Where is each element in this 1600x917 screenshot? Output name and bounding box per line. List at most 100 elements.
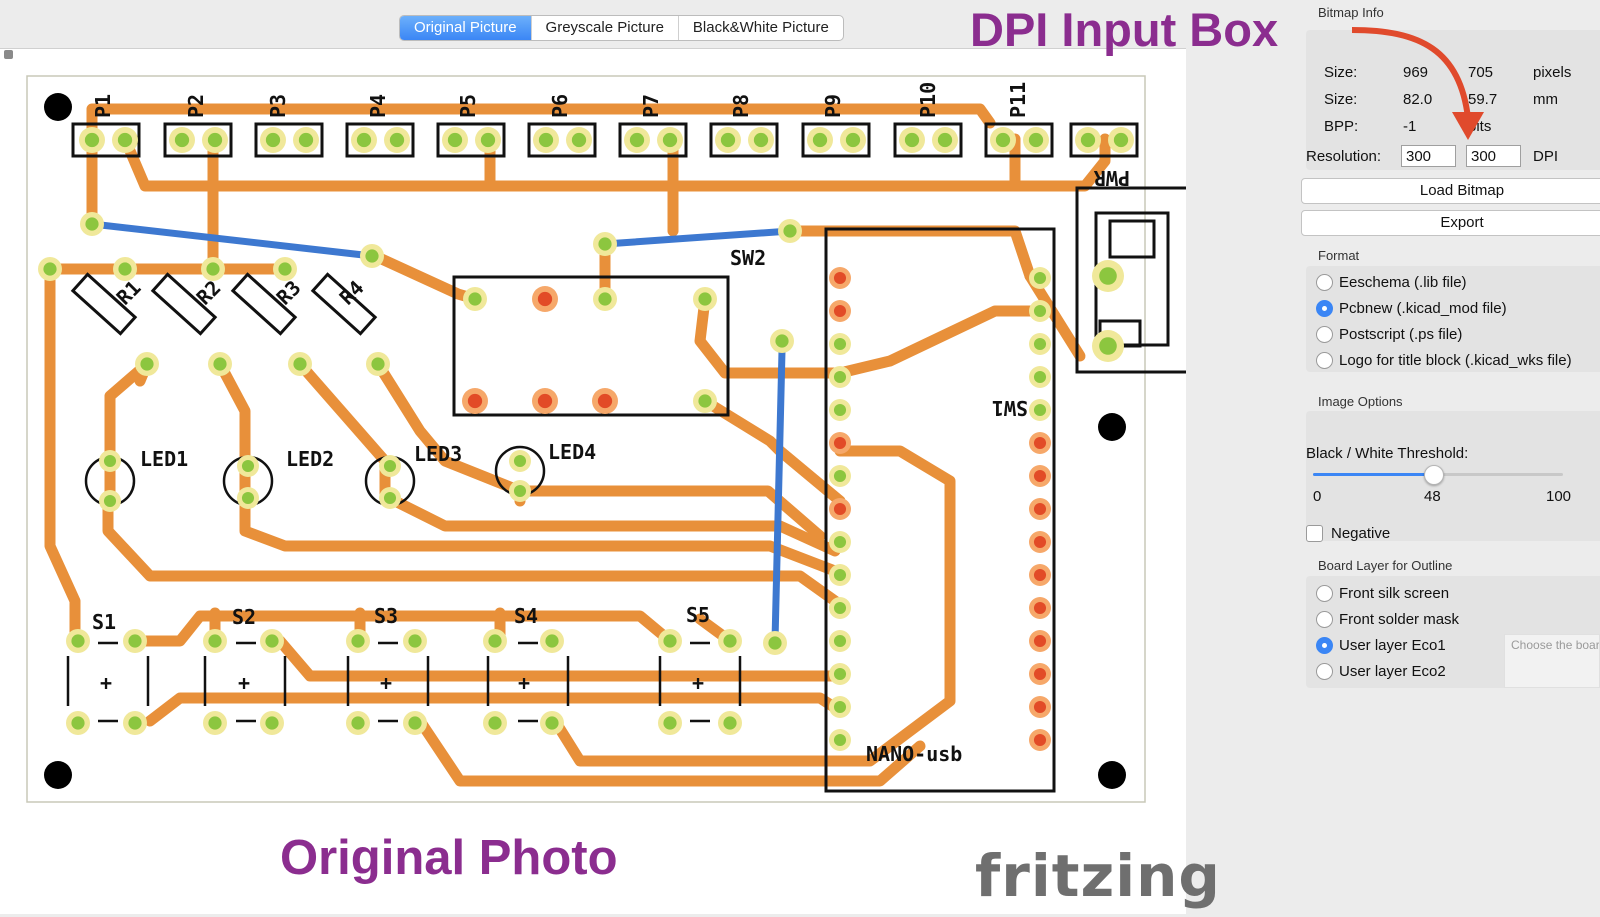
radio-icon: [1316, 663, 1333, 680]
board-layer-title: Board Layer for Outline: [1318, 558, 1453, 573]
header-label: P9: [821, 94, 845, 118]
pcb-pad-hole: [833, 436, 847, 450]
format-option-pcbnew[interactable]: Pcbnew (.kicad_mod file): [1316, 300, 1507, 317]
switch-label: S4: [514, 604, 538, 628]
pcb-pad-hole: [833, 634, 847, 648]
pcb-pad-hole: [1033, 403, 1047, 417]
led-label: LED3: [414, 442, 462, 466]
switch-plus: +: [518, 671, 530, 695]
header-label: P6: [548, 94, 572, 118]
pcb-pad-hole: [356, 132, 372, 148]
pcb-pad-hole: [1033, 601, 1047, 615]
pcb-pad-hole: [904, 132, 920, 148]
bpp-value: -1: [1403, 118, 1417, 135]
pcb-pad-hole: [833, 535, 847, 549]
checkbox-icon: [1306, 525, 1323, 542]
pcb-pad-hole: [1033, 700, 1047, 714]
sw2-label: SW2: [730, 246, 766, 270]
pcb-pad-hole: [513, 454, 527, 468]
pcb-pad-hole: [937, 132, 953, 148]
led-label: LED4: [548, 440, 596, 464]
switch-outlines: [66, 641, 742, 723]
pcb-pad-hole: [663, 634, 677, 648]
layer-option-label: Front solder mask: [1339, 611, 1460, 628]
resistor-bodies: [70, 272, 378, 336]
format-title: Format: [1318, 248, 1360, 263]
format-option-logo[interactable]: Logo for title block (.kicad_wks file): [1316, 352, 1572, 369]
pcb-pad-hole: [298, 132, 314, 148]
pcb-pad-hole: [833, 568, 847, 582]
layer-option-label: Front silk screen: [1339, 585, 1450, 602]
pcb-pads: [38, 127, 1134, 751]
pcb-pad-hole: [488, 716, 502, 730]
layer-hint-tooltip: Choose the board layer The 2 invisible l…: [1504, 634, 1600, 688]
pcb-pad-hole: [468, 292, 482, 306]
pcb-pad-hole: [545, 716, 559, 730]
export-button[interactable]: Export: [1301, 210, 1600, 236]
pcb-pad-hole: [265, 132, 281, 148]
bpp-label: BPP:: [1324, 118, 1359, 135]
pcb-pad-hole: [662, 132, 678, 148]
pcb-pad-hole: [265, 716, 279, 730]
threshold-slider-handle[interactable]: [1424, 465, 1444, 485]
pcb-pad-hole: [1033, 502, 1047, 516]
switch-label: S3: [374, 604, 398, 628]
pcb-pad-hole: [265, 634, 279, 648]
pcb-pad-hole: [833, 271, 847, 285]
layer-option-eco1[interactable]: User layer Eco1: [1316, 637, 1446, 654]
switch-plus: +: [380, 671, 392, 695]
pcb-pad-hole: [241, 459, 255, 473]
pcb-pad-hole: [293, 357, 307, 371]
pcb-pad-hole: [383, 491, 397, 505]
pcb-pad-hole: [571, 132, 587, 148]
radio-icon: [1316, 585, 1333, 602]
header-label: P7: [639, 94, 663, 118]
pcb-pad-hole: [351, 716, 365, 730]
pcb-pad-hole: [723, 634, 737, 648]
tab-black-white-picture[interactable]: Black&White Picture: [692, 19, 829, 36]
pcb-pad-hole: [118, 262, 132, 276]
led-label: LED2: [286, 447, 334, 471]
dpi-y-input[interactable]: 300: [1466, 145, 1521, 167]
dpi-x-input[interactable]: 300: [1401, 145, 1456, 167]
layer-option-front-silk[interactable]: Front silk screen: [1316, 585, 1449, 602]
settings-panel: Bitmap Info Size: 969 705 pixels Size: 8…: [1286, 0, 1600, 917]
layer-option-eco2[interactable]: User layer Eco2: [1316, 663, 1446, 680]
pcb-pad-hole: [371, 357, 385, 371]
radio-icon: [1316, 352, 1333, 369]
switch-label: S5: [686, 603, 710, 627]
header-outlines: [71, 122, 1186, 793]
pcb-pad-hole: [1033, 337, 1047, 351]
pcb-pad-hole: [723, 716, 737, 730]
pcb-pad-hole: [208, 716, 222, 730]
format-option-postscript[interactable]: Postscript (.ps file): [1316, 326, 1462, 343]
pcb-pad-hole: [1033, 733, 1047, 747]
load-bitmap-button[interactable]: Load Bitmap: [1301, 178, 1600, 204]
dpi-input-box-annotation: DPI Input Box: [970, 3, 1279, 56]
size-mm-height: 59.7: [1468, 91, 1498, 108]
pcb-pad-hole: [408, 634, 422, 648]
pcb-pad-hole: [995, 132, 1011, 148]
layer-option-label: User layer Eco2: [1339, 663, 1446, 680]
pcb-pad-hole: [1033, 304, 1047, 318]
negative-checkbox[interactable]: Negative: [1306, 525, 1390, 542]
tab-original-picture[interactable]: Original Picture: [400, 16, 532, 40]
header-label: P5: [456, 94, 480, 118]
pcb-pad-hole: [1028, 132, 1044, 148]
switch-plus: +: [100, 671, 112, 695]
resolution-label: Resolution:: [1306, 148, 1382, 165]
layer-option-front-mask[interactable]: Front solder mask: [1316, 611, 1459, 628]
pcb-pad-hole: [775, 334, 789, 348]
header-label: P4: [366, 94, 390, 118]
pcb-pad-hole: [597, 393, 613, 409]
pcb-image: P1 P2 P3 P4 P5 P6 P7 P8 P9 P10 P11 PWR R…: [26, 75, 1186, 803]
pcb-pad-hole: [278, 262, 292, 276]
switch-plus: +: [692, 671, 704, 695]
pcb-pad-hole: [480, 132, 496, 148]
header-label: P1: [91, 94, 115, 118]
pcb-pad-hole: [71, 634, 85, 648]
pwr-label: PWR: [1093, 166, 1130, 190]
pcb-pad-hole: [85, 217, 99, 231]
format-option-eeschema[interactable]: Eeschema (.lib file): [1316, 274, 1467, 291]
tab-greyscale-picture[interactable]: Greyscale Picture: [532, 16, 679, 40]
